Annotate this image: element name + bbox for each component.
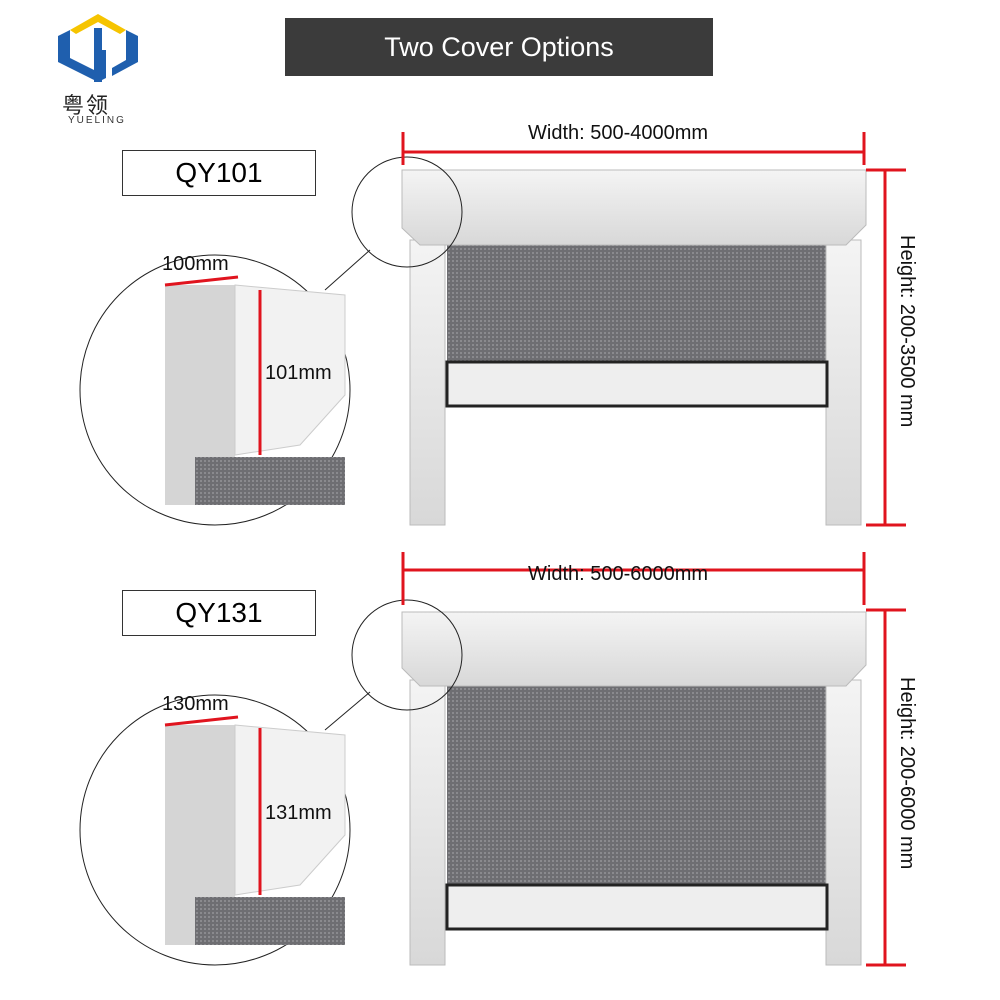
- page-title: Two Cover Options: [285, 18, 713, 76]
- qy101-frame: [79, 132, 906, 527]
- height-label-qy101: Height: 200-3500 mm: [896, 235, 918, 428]
- model-label-qy101: QY101: [122, 150, 316, 196]
- logo-latin: YUELING: [68, 115, 126, 126]
- detail-width-qy131: 130mm: [162, 693, 229, 715]
- height-label-qy131: Height: 200-6000 mm: [896, 677, 918, 870]
- width-label-qy131: Width: 500-6000mm: [528, 563, 709, 585]
- detail-height-qy131: 131mm: [265, 802, 332, 825]
- detail-height-qy101: 101mm: [265, 362, 332, 385]
- detail-width-qy101: 100mm: [162, 253, 229, 275]
- logo-chinese: 粤领: [62, 93, 111, 118]
- model-label-qy131: QY131: [122, 590, 316, 636]
- logo-icon: [58, 14, 138, 82]
- width-label-qy101: Width: 500-4000mm: [528, 122, 709, 144]
